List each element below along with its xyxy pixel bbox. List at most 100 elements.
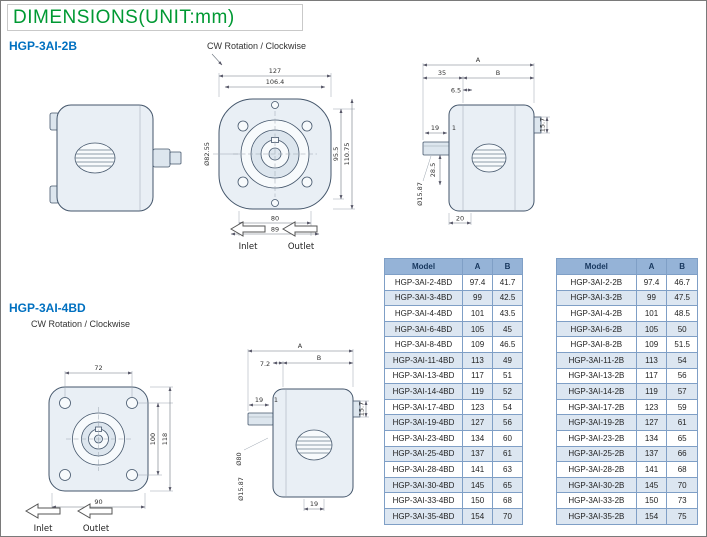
- rotation-label-2b: CW Rotation / Clockwise: [207, 41, 307, 51]
- dim-pilot-dia: Ø82.55: [203, 142, 211, 166]
- dim-cell: 56: [492, 414, 523, 431]
- pump-side-view-2b: [422, 104, 542, 212]
- header-row: Model A B: [384, 258, 523, 275]
- dim-cell: 134: [635, 429, 668, 447]
- dim-cell: 150: [635, 492, 668, 509]
- dim-cell: 141: [635, 461, 668, 478]
- col-header-b: B: [492, 258, 523, 275]
- dim-cell: 101: [635, 305, 668, 322]
- dim-step-1-4bd: 1: [274, 396, 278, 404]
- dim-cell: 48.5: [666, 305, 698, 322]
- outlet-label: Outlet: [288, 242, 315, 252]
- model-cell: HGP-3AI-17-2B: [556, 398, 637, 416]
- model-cell: HGP-3AI-8-2B: [556, 336, 637, 353]
- outlet-arrow-icon: [77, 503, 113, 519]
- dim-cell: 51: [492, 367, 523, 385]
- dim-cell: 109: [462, 336, 493, 353]
- dim-cell: 99: [462, 289, 493, 307]
- model-cell: HGP-3AI-6-2B: [556, 320, 637, 338]
- model-cell: HGP-3AI-30-4BD: [384, 476, 463, 494]
- dim-a-label: A: [476, 56, 481, 64]
- flow-labels-2b: Inlet Outlet: [230, 221, 318, 252]
- dim-cell: 42.5: [492, 289, 523, 307]
- model-cell: HGP-3AI-6-4BD: [384, 320, 463, 338]
- inlet-arrow-icon: [230, 221, 266, 237]
- dim-cell: 113: [635, 351, 668, 369]
- dim-key-length-4bd: 19: [255, 396, 263, 404]
- front-view-dimensions-4bd: 72 90 100 118: [51, 364, 173, 509]
- model-cell: HGP-3AI-13-2B: [556, 367, 637, 385]
- model-cell: HGP-3AI-2-2B: [556, 274, 637, 291]
- drawing-section-4bd: 72 90 100 118: [25, 342, 369, 534]
- dim-cell: 65: [492, 476, 523, 494]
- table-head-2b: Model A B: [556, 258, 698, 275]
- dim-cell: 150: [462, 492, 493, 509]
- dim-35: 35: [438, 69, 446, 77]
- model-cell: HGP-3AI-14-2B: [556, 383, 637, 400]
- rotation-label-4bd: CW Rotation / Clockwise: [31, 319, 131, 329]
- side-view-dimensions-4bd: A 7.2 B 19 1 Ø80 15.7 Ø15.87 19: [235, 342, 369, 511]
- dim-cell: 65: [666, 429, 698, 447]
- model-cell: HGP-3AI-17-4BD: [384, 398, 463, 416]
- dim-inner-width: 106.4: [266, 78, 285, 86]
- rotation-leader-arrow: [211, 53, 223, 66]
- dim-cell: 99: [635, 289, 668, 307]
- dim-cell: 52: [492, 383, 523, 400]
- dim-cell: 46.5: [492, 336, 523, 353]
- dim-cell: 68: [492, 492, 523, 509]
- dim-cell: 70: [666, 476, 698, 494]
- col-header-a: A: [635, 258, 668, 275]
- dim-cell: 60: [492, 429, 523, 447]
- dim-cell: 123: [635, 398, 668, 416]
- dim-cell: 127: [462, 414, 493, 431]
- dim-cell: 119: [635, 383, 668, 400]
- flow-labels-4bd: Inlet Outlet: [25, 503, 113, 534]
- dim-port-height-4bd: 15.7: [358, 402, 366, 416]
- dim-bolt-height-4bd: 100: [149, 433, 157, 445]
- col-header-b: B: [666, 258, 698, 275]
- dim-cell: 61: [492, 445, 523, 463]
- side-view-dimensions-2b: A 35 B 6.5 19 1 15.7 28.5 Ø15.87 20: [416, 56, 550, 225]
- dim-bottom-width: 89: [271, 226, 279, 234]
- dim-cell: 49: [492, 351, 523, 369]
- dim-cell: 66: [666, 445, 698, 463]
- page-title: DIMENSIONS(UNIT:mm): [7, 4, 303, 31]
- dim-cell: 97.4: [635, 274, 668, 291]
- dim-cell: 57: [666, 383, 698, 400]
- dim-cell: 54: [666, 351, 698, 369]
- dim-shaft-dia: Ø15.87: [416, 182, 424, 206]
- model-cell: HGP-3AI-23-2B: [556, 429, 637, 447]
- model-cell: HGP-3AI-4-2B: [556, 305, 637, 322]
- dim-key-length: 19: [431, 124, 439, 132]
- col-header-model: Model: [556, 258, 637, 275]
- dim-cell: 56: [666, 367, 698, 385]
- dim-cell: 63: [492, 461, 523, 478]
- dim-cell: 50: [666, 320, 698, 338]
- drawing-section-2b: 127 106.4 80 89 95.5 110.75 Ø82.55: [49, 53, 550, 252]
- model-cell: HGP-3AI-23-4BD: [384, 429, 463, 447]
- dim-cell: 75: [666, 507, 698, 525]
- pump-side-view-4bd: [247, 388, 361, 498]
- header-row: Model A B: [556, 258, 698, 275]
- model-cell: HGP-3AI-11-4BD: [384, 351, 463, 369]
- model-cell: HGP-3AI-28-2B: [556, 461, 637, 478]
